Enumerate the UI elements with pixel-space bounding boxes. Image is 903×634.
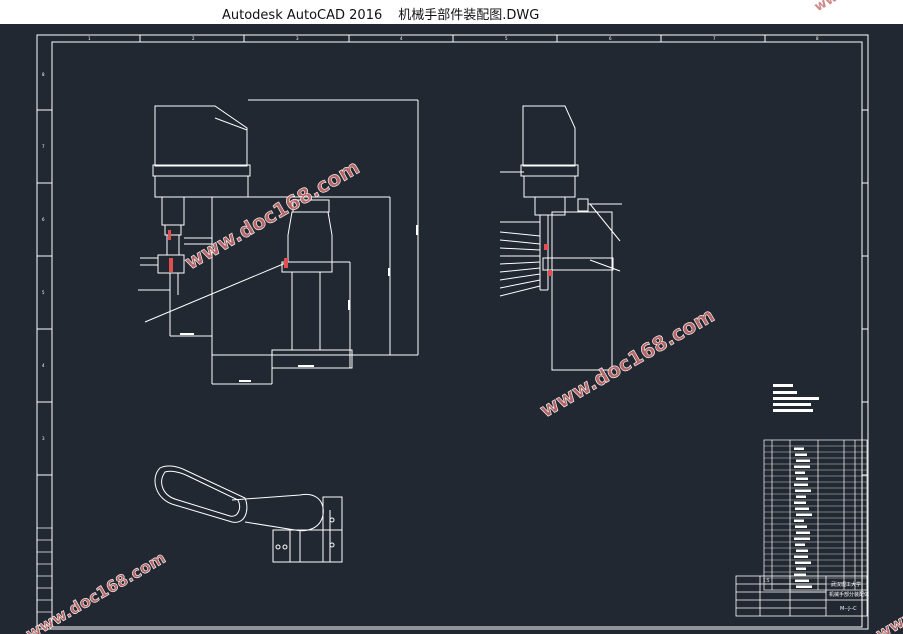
top-view[interactable] xyxy=(154,465,343,563)
svg-text:8: 8 xyxy=(816,36,819,41)
parts-list-row-text xyxy=(796,549,808,552)
parts-list-table xyxy=(763,439,868,591)
zone-ticks-left xyxy=(37,109,868,476)
svg-text:4: 4 xyxy=(400,36,403,41)
svg-text:3: 3 xyxy=(296,36,299,41)
parts-list-row-text xyxy=(795,489,811,492)
svg-text:3: 3 xyxy=(42,436,45,441)
parts-list-row-text xyxy=(795,471,805,474)
parts-list-row-text xyxy=(795,579,809,582)
svg-text:6: 6 xyxy=(609,36,612,41)
parts-list-row-text xyxy=(795,453,807,456)
title-block-text: 武汉理工大学 机械手部分装配体 M--J--C 1:5 xyxy=(763,578,869,612)
svg-text:5: 5 xyxy=(42,290,45,295)
svg-text:8: 8 xyxy=(42,72,45,77)
parts-list-row-text xyxy=(796,531,810,534)
parts-list-row-text xyxy=(796,459,810,462)
parts-list-row-text xyxy=(794,483,808,486)
parts-list-row-text xyxy=(795,507,809,510)
parts-list-row-text xyxy=(795,525,807,528)
zone-labels: 1 2 3 4 5 6 7 8 8 7 6 5 4 3 xyxy=(42,36,819,441)
watermarks: www.doc168.com www.doc168.com www.doc168… xyxy=(22,155,903,634)
parts-list-row-text xyxy=(795,561,811,564)
title-block xyxy=(735,575,868,617)
zone-ticks-top xyxy=(139,35,766,42)
watermark-3: www.doc168.com xyxy=(23,548,169,634)
watermark-1: www.doc168.com xyxy=(181,155,364,275)
svg-text:1: 1 xyxy=(88,36,91,41)
revision-table-left xyxy=(36,527,53,627)
title-block-institution: 武汉理工大学 xyxy=(831,581,861,588)
parts-list-row-text xyxy=(796,477,808,480)
parts-list-row-text xyxy=(796,585,812,588)
parts-list-row-text xyxy=(796,513,812,516)
sheet-outer-border xyxy=(36,34,869,630)
cad-drawing[interactable]: 1 2 3 4 5 6 7 8 8 7 6 5 4 3 xyxy=(0,24,903,634)
watermark-2: www.doc168.com xyxy=(536,303,719,423)
parts-list-row-text xyxy=(794,537,810,540)
title-block-scale: 1:5 xyxy=(763,578,770,583)
parts-list-row-text xyxy=(796,495,806,498)
parts-list-row-text xyxy=(794,573,806,576)
watermark-corner: www.doc168.com xyxy=(812,0,903,15)
drawing-canvas[interactable]: 1 2 3 4 5 6 7 8 8 7 6 5 4 3 xyxy=(0,24,903,634)
window-title-bar: Autodesk AutoCAD 2016 机械手部件装配图.DWG www.do… xyxy=(0,0,903,24)
window-title: Autodesk AutoCAD 2016 机械手部件装配图.DWG xyxy=(222,4,539,23)
parts-list-rows xyxy=(764,445,867,588)
front-view[interactable] xyxy=(138,99,419,385)
parts-list-row-text xyxy=(794,447,804,450)
front-view-highlights xyxy=(168,230,288,272)
parts-list-row-text xyxy=(794,465,810,468)
svg-text:5: 5 xyxy=(505,36,508,41)
svg-text:7: 7 xyxy=(42,144,45,149)
svg-text:2: 2 xyxy=(192,36,195,41)
side-view[interactable] xyxy=(520,105,622,371)
parts-list-row-text xyxy=(794,519,804,522)
title-block-material: M--J--C xyxy=(840,606,857,612)
svg-text:4: 4 xyxy=(42,363,45,368)
svg-text:6: 6 xyxy=(42,217,45,222)
side-view-highlights xyxy=(544,244,552,276)
parts-list-row-text xyxy=(794,501,806,504)
app-name: Autodesk AutoCAD 2016 xyxy=(222,8,383,23)
watermark-4: www.doc168.com xyxy=(873,548,903,634)
parts-list-row-text xyxy=(796,567,806,570)
parts-list-row-text xyxy=(794,555,808,558)
parts-list-row-text xyxy=(795,543,805,546)
title-block-drawing-title: 机械手部分装配体 xyxy=(829,591,869,598)
sheet-inner-frame xyxy=(51,41,863,628)
side-view-leaders xyxy=(499,171,541,297)
technical-notes xyxy=(773,384,819,412)
svg-text:7: 7 xyxy=(713,36,716,41)
front-view-dimensions xyxy=(180,225,418,382)
file-name: 机械手部件装配图.DWG xyxy=(398,8,540,23)
